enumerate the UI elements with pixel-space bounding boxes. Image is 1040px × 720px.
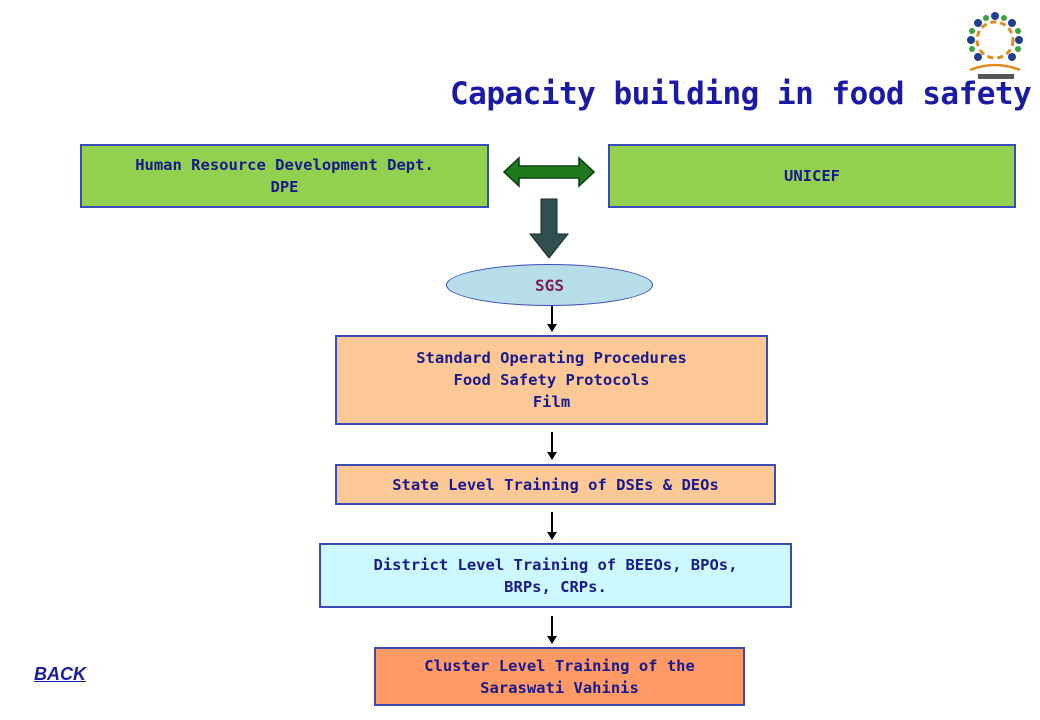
connector-arrow-icon [547,512,557,540]
state-training-box: State Level Training of DSEs & DEOs [335,464,776,505]
sop-box: Standard Operating Procedures Food Safet… [335,335,768,425]
district-training-box: District Level Training of BEEOs, BPOs, … [319,543,792,608]
connector-arrow-icon [547,306,557,332]
sgs-label: SGS [535,275,564,295]
hrd-dpe-box: Human Resource Development Dept. DPE [80,144,489,208]
page-title: Capacity building in food safety [450,76,1032,112]
double-arrow-icon [503,156,595,188]
unicef-box: UNICEF [608,144,1016,208]
cluster-training-box: Cluster Level Training of the Saraswati … [374,647,745,706]
sgs-node: SGS [446,264,653,306]
block-down-arrow-icon [528,198,570,259]
connector-arrow-icon [547,432,557,460]
back-link[interactable]: BACK [34,664,86,684]
logo-icon [958,10,1032,92]
connector-arrow-icon [547,616,557,644]
